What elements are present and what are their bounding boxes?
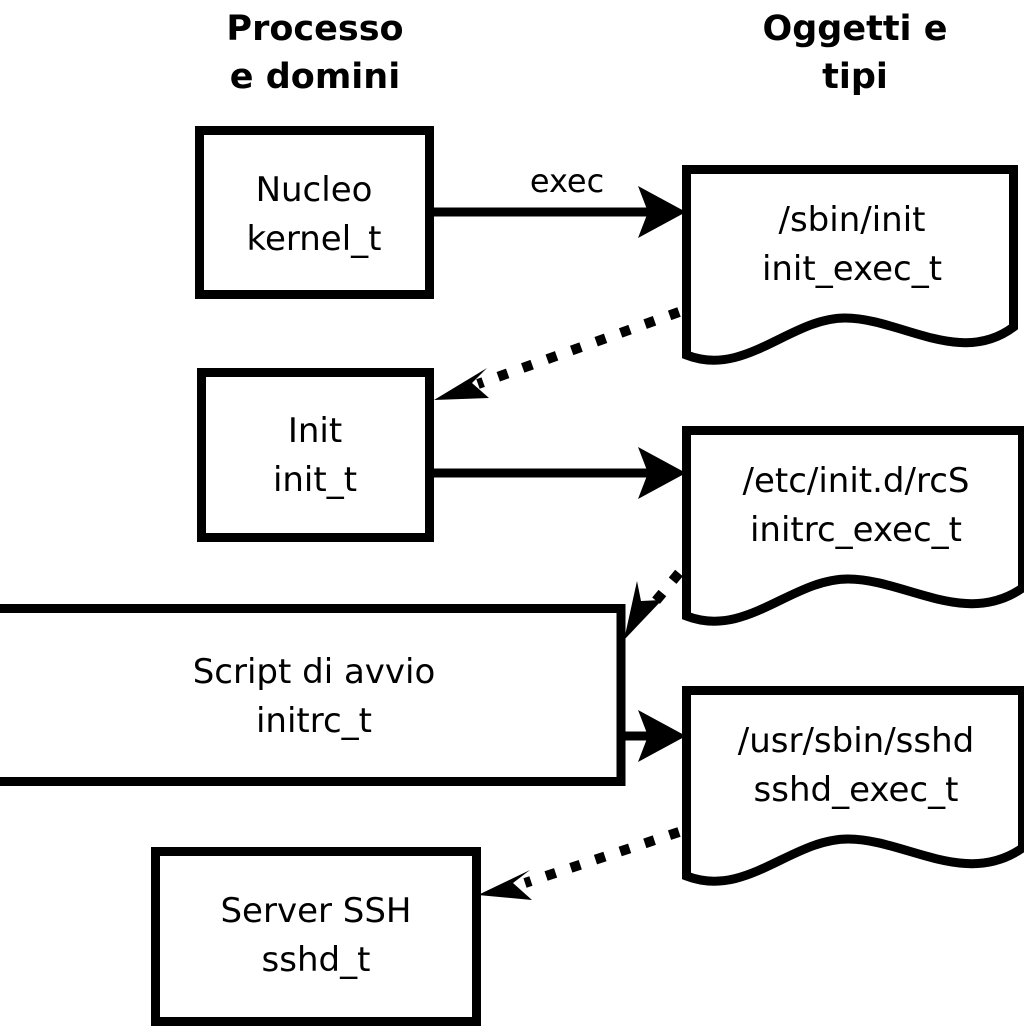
process-node-sshd-line2: sshd_t (262, 940, 371, 980)
arrow-head-sshd-transition (478, 870, 532, 900)
process-node-initrc-box[interactable] (0, 604, 626, 786)
object-node-init-exec[interactable]: /sbin/init init_exec_t (682, 165, 1018, 365)
column-heading-objects-line1: Oggetti e (763, 9, 948, 49)
column-heading-objects-line2: tipi (822, 57, 888, 97)
object-node-sshd-exec[interactable]: /usr/sbin/sshd sshd_exec_t (682, 686, 1024, 886)
edge-initrc-exec-transition-initrc (624, 569, 683, 640)
process-node-initrc-line2: initrc_t (256, 701, 372, 741)
arrow-head-init-exec (638, 447, 686, 499)
process-node-initrc[interactable]: Script di avvio initrc_t (0, 604, 626, 786)
process-node-kernel[interactable]: Nucleo kernel_t (195, 126, 434, 299)
process-node-init-line1: Init (288, 411, 342, 451)
edge-sshd-exec-transition-sshd (478, 827, 681, 900)
process-node-sshd-box[interactable] (151, 847, 481, 1026)
process-node-init-box[interactable] (197, 368, 434, 542)
edge-init-exec-initrc-exec (432, 447, 686, 499)
edge-line-init-transition (476, 307, 681, 389)
object-node-initrc-exec[interactable]: /etc/init.d/rcS initrc_exec_t (682, 426, 1024, 626)
column-heading-processes-line2: e domini (230, 57, 400, 97)
column-heading-processes-line1: Processo (226, 9, 403, 49)
object-node-sshd-exec-line2: sshd_exec_t (754, 770, 959, 810)
process-node-sshd-line1: Server SSH (220, 891, 411, 931)
object-node-init-exec-line1: /sbin/init (779, 200, 926, 240)
process-node-init-line2: init_t (273, 460, 357, 500)
arrow-head-initrc-exec (638, 710, 686, 762)
edge-line-initrc-transition (646, 569, 683, 612)
process-node-kernel-box[interactable] (195, 126, 434, 299)
arrow-head-initrc-transition (624, 581, 662, 640)
object-node-sshd-exec-line1: /usr/sbin/sshd (738, 721, 974, 761)
column-heading-processes: Processo e domini (226, 9, 403, 97)
object-node-init-exec-shape[interactable] (682, 165, 1018, 365)
process-node-init[interactable]: Init init_t (197, 368, 434, 542)
process-node-kernel-line2: kernel_t (246, 219, 381, 259)
edge-line-sshd-transition (523, 827, 681, 888)
arrow-head-init-transition (434, 368, 489, 400)
process-node-initrc-line1: Script di avvio (193, 652, 436, 692)
edge-kernel-exec-init-exec: exec (433, 162, 686, 238)
process-node-sshd[interactable]: Server SSH sshd_t (151, 847, 481, 1026)
column-heading-objects: Oggetti e tipi (763, 9, 948, 97)
object-node-init-exec-line2: init_exec_t (762, 249, 942, 289)
object-node-initrc-exec-line2: initrc_exec_t (750, 510, 962, 550)
arrow-head-kernel-exec (638, 186, 686, 238)
process-node-kernel-line1: Nucleo (256, 170, 373, 210)
object-node-sshd-exec-shape[interactable] (682, 686, 1024, 886)
object-node-initrc-exec-shape[interactable] (682, 426, 1024, 626)
object-node-initrc-exec-line1: /etc/init.d/rcS (743, 461, 970, 501)
edge-label-exec: exec (530, 162, 604, 200)
edge-initrc-exec-sshd-exec (625, 710, 686, 762)
edge-init-exec-transition-init (434, 307, 681, 400)
